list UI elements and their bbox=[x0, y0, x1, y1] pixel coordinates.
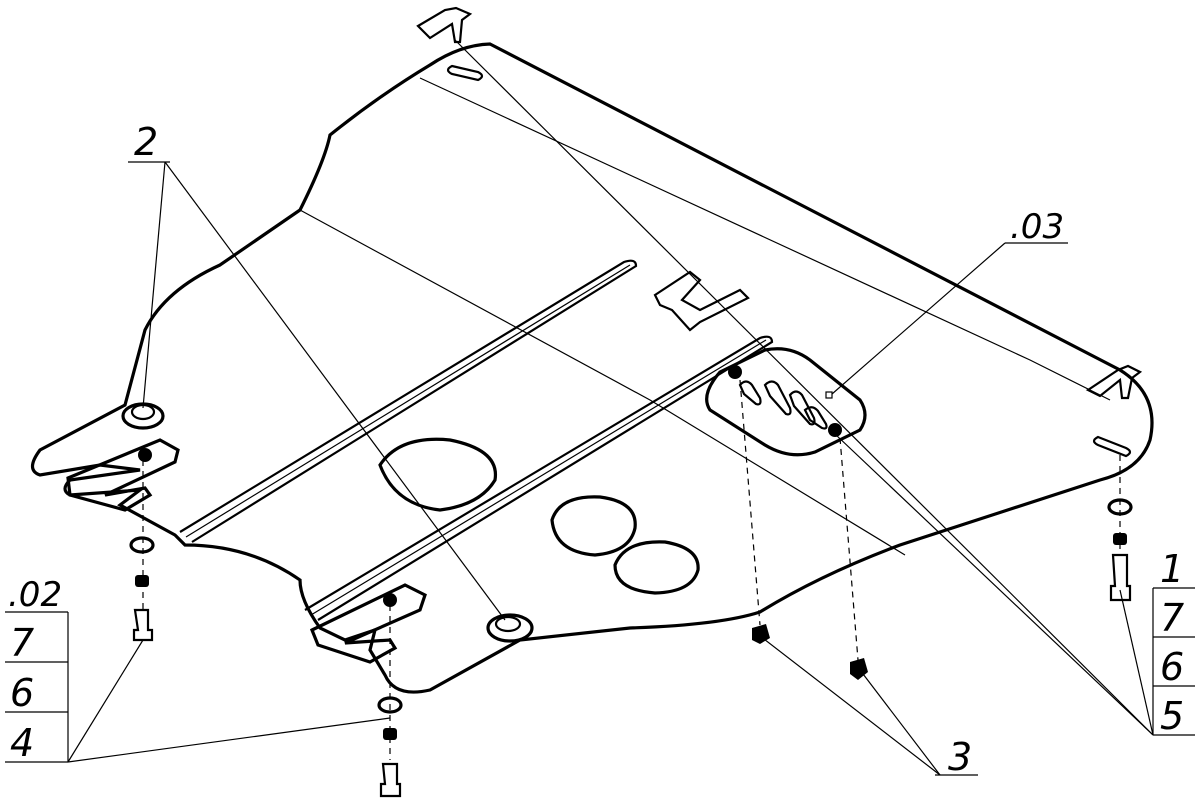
axis-hatch-2 bbox=[839, 437, 859, 661]
stack-right-label-0: 1 bbox=[1160, 547, 1184, 591]
cutout-large bbox=[378, 437, 498, 512]
slot-top bbox=[446, 64, 484, 82]
bolt-right bbox=[1109, 553, 1132, 602]
grommet-right-inner bbox=[494, 615, 522, 633]
leader-2-a bbox=[142, 161, 166, 409]
stack-left-label-2: 6 bbox=[10, 671, 34, 715]
leader-5-a bbox=[1119, 589, 1154, 736]
hatch-cover bbox=[705, 347, 867, 457]
bolt-left bbox=[132, 608, 154, 642]
fold-line-middle bbox=[299, 209, 906, 556]
clip-1 bbox=[752, 624, 770, 644]
callout-2: 2 bbox=[134, 120, 158, 164]
slot-right bbox=[1092, 435, 1132, 458]
side-bracket-right-nut bbox=[383, 593, 397, 607]
hatch-slot-3 bbox=[788, 390, 816, 426]
rib-upper bbox=[179, 259, 638, 543]
stack-left-label-0: .02 bbox=[8, 575, 62, 615]
leader-5-c bbox=[834, 433, 1154, 736]
leader-5-b bbox=[454, 39, 1154, 736]
cutout-round-2 bbox=[613, 540, 700, 595]
hatch-slot-1 bbox=[738, 380, 762, 406]
leader-03 bbox=[831, 242, 1006, 395]
callout-03: .03 bbox=[1010, 207, 1064, 247]
hatch-marker bbox=[825, 391, 833, 399]
hatch-slot-2 bbox=[763, 380, 792, 416]
stack-right-label-2: 6 bbox=[1160, 645, 1184, 689]
nut-center bbox=[383, 728, 397, 740]
hatch-slot-4 bbox=[803, 406, 828, 430]
rib-lower-inner bbox=[310, 339, 767, 616]
skid-plate-outline bbox=[30, 42, 1154, 694]
mount-tab-top bbox=[416, 6, 473, 44]
leader-2-b bbox=[164, 161, 506, 621]
stack-right-label-1: 7 bbox=[1160, 596, 1184, 640]
mount-tab-right bbox=[1085, 364, 1143, 400]
hatch-fastener-1 bbox=[728, 365, 742, 379]
nut-left bbox=[135, 575, 149, 587]
h-cutout bbox=[653, 270, 750, 332]
stack-right-label-3: 5 bbox=[1160, 694, 1184, 738]
leader-3-b bbox=[859, 669, 941, 776]
leader-4-a bbox=[67, 639, 144, 763]
grommet-right bbox=[486, 613, 534, 643]
fold-line-top bbox=[419, 77, 1111, 401]
stack-left-label-3: 4 bbox=[10, 721, 34, 765]
rib-upper-inner bbox=[185, 264, 631, 538]
stack-left-label-1: 7 bbox=[10, 621, 34, 665]
side-bracket-left-nut bbox=[138, 448, 152, 462]
cutout-round-1 bbox=[550, 495, 637, 557]
leader-3-a bbox=[759, 635, 941, 776]
rib-lower bbox=[304, 335, 774, 621]
side-bracket-left bbox=[66, 438, 180, 512]
washer-left bbox=[129, 536, 155, 554]
leader-4-b bbox=[67, 717, 391, 763]
side-bracket-right bbox=[309, 583, 427, 664]
hatch-fastener-2 bbox=[828, 423, 842, 437]
callout-3: 3 bbox=[948, 735, 972, 779]
axis-hatch-1 bbox=[739, 379, 761, 626]
nut-right bbox=[1113, 533, 1127, 545]
bolt-center bbox=[379, 762, 402, 798]
